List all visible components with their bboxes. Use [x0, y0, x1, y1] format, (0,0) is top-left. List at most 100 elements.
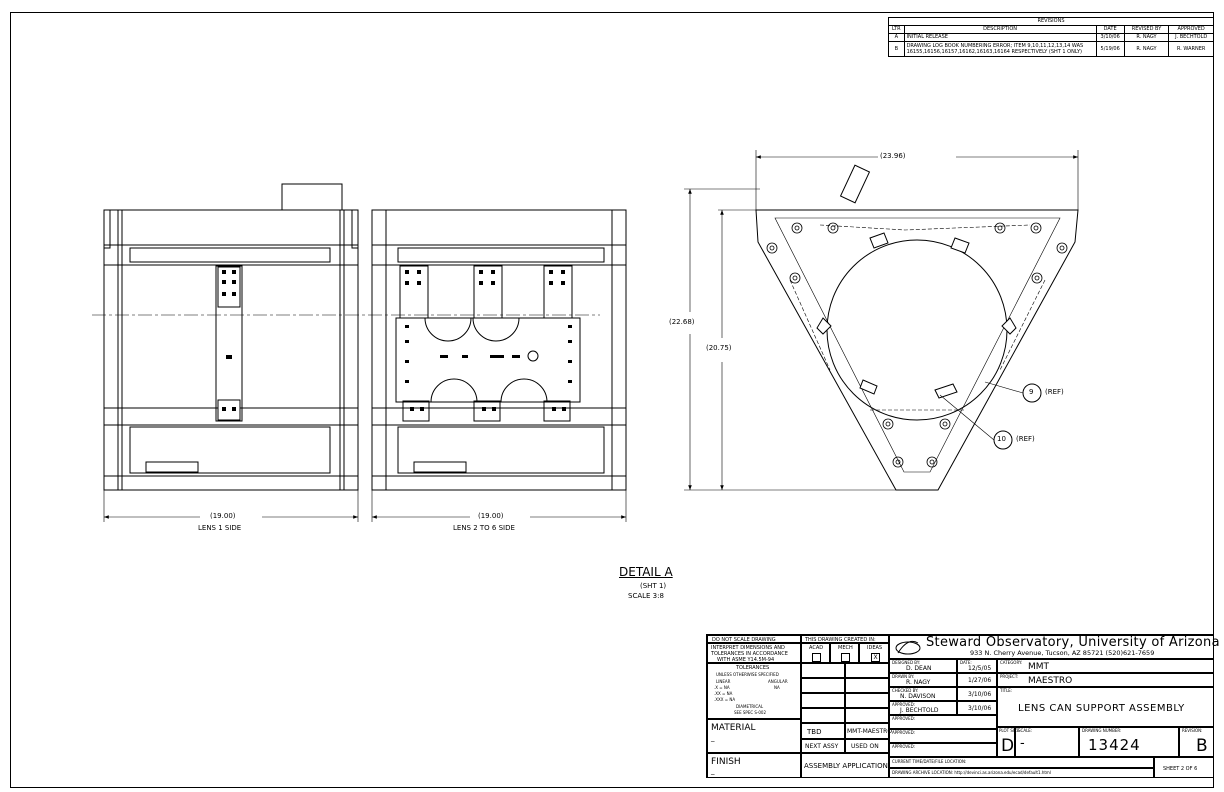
acad-checkbox[interactable]: [812, 653, 821, 662]
interpret-line: TOLERANCES IN ACCORDANCE: [711, 651, 788, 657]
project-label: PROJECT:: [1000, 674, 1019, 679]
approved-label: APPROVED:: [892, 716, 916, 721]
interpret-line: WITH ASME Y14.5M-94: [717, 657, 775, 663]
checked-by-cell: CHECKED BY: N. DAVISON: [889, 687, 957, 701]
sheet-number: SHEET 2 OF 6: [1163, 766, 1198, 772]
ideas-checkbox[interactable]: X: [871, 653, 880, 662]
current-time-cell: CURRENT TIME/DATE/FILE LOCATION:: [889, 757, 1154, 768]
blank-cell: [801, 693, 845, 708]
mech-label: MECH: [838, 645, 853, 651]
balloon-10-text: 10: [997, 435, 1006, 443]
checked-by-label: CHECKED BY:: [892, 688, 919, 693]
designed-by-label: DESIGNED BY:: [892, 660, 921, 665]
tolerances-cell: TOLERANCES UNLESS OTHERWISE SPECIFIED LI…: [707, 663, 801, 719]
approved-cell-3: APPROVED:: [889, 729, 997, 743]
rev-approved: R. WARNER: [1168, 41, 1214, 57]
approved-by: J. BECHTOLD: [900, 707, 939, 714]
scale-value: -: [1020, 736, 1025, 751]
revisions-table: REVISIONS LTR DESCRIPTION DATE REVISED B…: [888, 17, 1214, 57]
angular-text: ANGULAR: [768, 679, 788, 684]
category-cell: CATEGORY: MMT: [997, 659, 1214, 673]
dimension-height-outer-lines: [684, 188, 896, 491]
tol-ang: NA: [774, 685, 780, 690]
designed-by-cell: DESIGNED BY: D. DEAN: [889, 659, 957, 673]
lens-1-side-view: [103, 183, 359, 491]
revision-label: REVISION:: [1182, 728, 1203, 733]
scale-label: SCALE:: [1018, 728, 1033, 733]
detail-sheet: (SHT 1): [640, 582, 667, 590]
rev-ltr: B: [888, 41, 905, 57]
approved-cell-4: APPROVED:: [889, 743, 997, 757]
rev-revised-by: R. NAGY: [1123, 41, 1170, 57]
blank-cell: [801, 678, 845, 693]
interpret-cell: INTERPRET DIMENSIONS AND TOLERANCES IN A…: [707, 643, 801, 663]
revision-cell: REVISION: B: [1179, 727, 1214, 757]
balloon-9-ref: (REF): [1045, 388, 1064, 396]
mech-cell: MECH: [830, 643, 859, 663]
drawn-by-label: DRAWN BY:: [892, 674, 915, 679]
date-label: DATE:: [960, 660, 972, 665]
tbd-text: TBD: [807, 728, 822, 736]
tol-xx: .XX = NA: [714, 691, 733, 696]
material-cell: MATERIAL _: [707, 719, 801, 753]
used-on-label: USED ON: [851, 743, 879, 750]
no-scale-text: DO NOT SCALE DRAWING: [712, 637, 776, 643]
assembly-app-cell: ASSEMBLY APPLICATION: [801, 753, 889, 778]
title-block: DO NOT SCALE DRAWING INTERPRET DIMENSION…: [706, 634, 1220, 778]
next-assy-value: MMT-MAESTRO: [847, 728, 893, 735]
approved-by-cell: APPROVED: J. BECHTOLD: [889, 701, 957, 715]
blank-cell: [801, 708, 845, 723]
title-label: TITLE:: [1000, 688, 1013, 693]
detail-scale: SCALE 3:8: [628, 592, 664, 600]
approved-cell-2: APPROVED:: [889, 715, 997, 729]
lens-2-6-side-view: [371, 209, 627, 491]
lens26-label: LENS 2 TO 6 SIDE: [453, 524, 515, 532]
designed-date-cell: DATE: 12/5/05: [957, 659, 997, 673]
approved-label: APPROVED:: [892, 730, 916, 735]
drawn-by: R. NAGY: [906, 679, 931, 686]
plot-size-cell: PLOT SIZE D: [997, 727, 1019, 757]
category-label: CATEGORY:: [1000, 660, 1023, 665]
approved-label: APPROVED:: [892, 702, 916, 707]
tbd-cell: TBD: [801, 723, 845, 739]
detail-title: DETAIL A: [619, 565, 673, 579]
next-assy-value-cell: MMT-MAESTRO: [845, 723, 893, 739]
dim-width-text: (23.96): [880, 152, 906, 160]
mech-checkbox[interactable]: [841, 653, 850, 662]
approved-date: 3/10/06: [968, 705, 992, 712]
org-address: 933 N. Cherry Avenue, Tucson, AZ 85721 (…: [970, 649, 1155, 657]
dimension-width-lines: [755, 150, 1079, 210]
finish-cell: FINISH _: [707, 753, 801, 778]
material-value: _: [711, 734, 715, 742]
approved-label: APPROVED:: [892, 744, 916, 749]
blank-cell: [845, 663, 889, 678]
category-value: MMT: [1028, 662, 1050, 672]
ideas-cell: IDEAS X: [859, 643, 889, 663]
tol-xxx: .XXX = NA: [714, 697, 736, 702]
dimension-lens26-lines: [371, 490, 627, 522]
checked-date-cell: 3/10/06: [957, 687, 997, 701]
sheet-cell: SHEET 2 OF 6: [1154, 757, 1214, 778]
archive-cell: DRAWING ARCHIVE LOCATION: http://devinci…: [889, 768, 1154, 778]
dimension-height-inner-lines: [718, 209, 756, 490]
dim-lens1-text: (19.00): [210, 512, 236, 520]
revision-row: B DRAWING LOG BOOK NUMBERING ERROR; ITEM…: [888, 41, 1214, 57]
tolerances-heading: TOLERANCES: [736, 665, 770, 671]
rev-description: DRAWING LOG BOOK NUMBERING ERROR; ITEM 9…: [903, 41, 1097, 57]
created-in-text: THIS DRAWING CREATED IN:: [805, 637, 876, 643]
org-cell: Steward Observatory, University of Arizo…: [889, 635, 1220, 659]
title-cell: TITLE: LENS CAN SUPPORT ASSEMBLY: [997, 687, 1214, 727]
rev-date: 5/19/06: [1095, 41, 1125, 57]
ideas-label: IDEAS: [867, 645, 883, 651]
scale-cell: SCALE: -: [1015, 727, 1079, 757]
steward-logo-icon: [895, 640, 921, 655]
created-in-cell: THIS DRAWING CREATED IN:: [801, 635, 889, 643]
current-time-label: CURRENT TIME/DATE/FILE LOCATION:: [892, 759, 967, 764]
finish-value: _: [711, 767, 715, 775]
drawing-number: 13424: [1088, 736, 1141, 754]
blank-cell: [801, 663, 845, 678]
no-scale-cell: DO NOT SCALE DRAWING: [707, 635, 801, 643]
project-value: MAESTRO: [1028, 676, 1073, 686]
lens1-label: LENS 1 SIDE: [198, 524, 242, 532]
